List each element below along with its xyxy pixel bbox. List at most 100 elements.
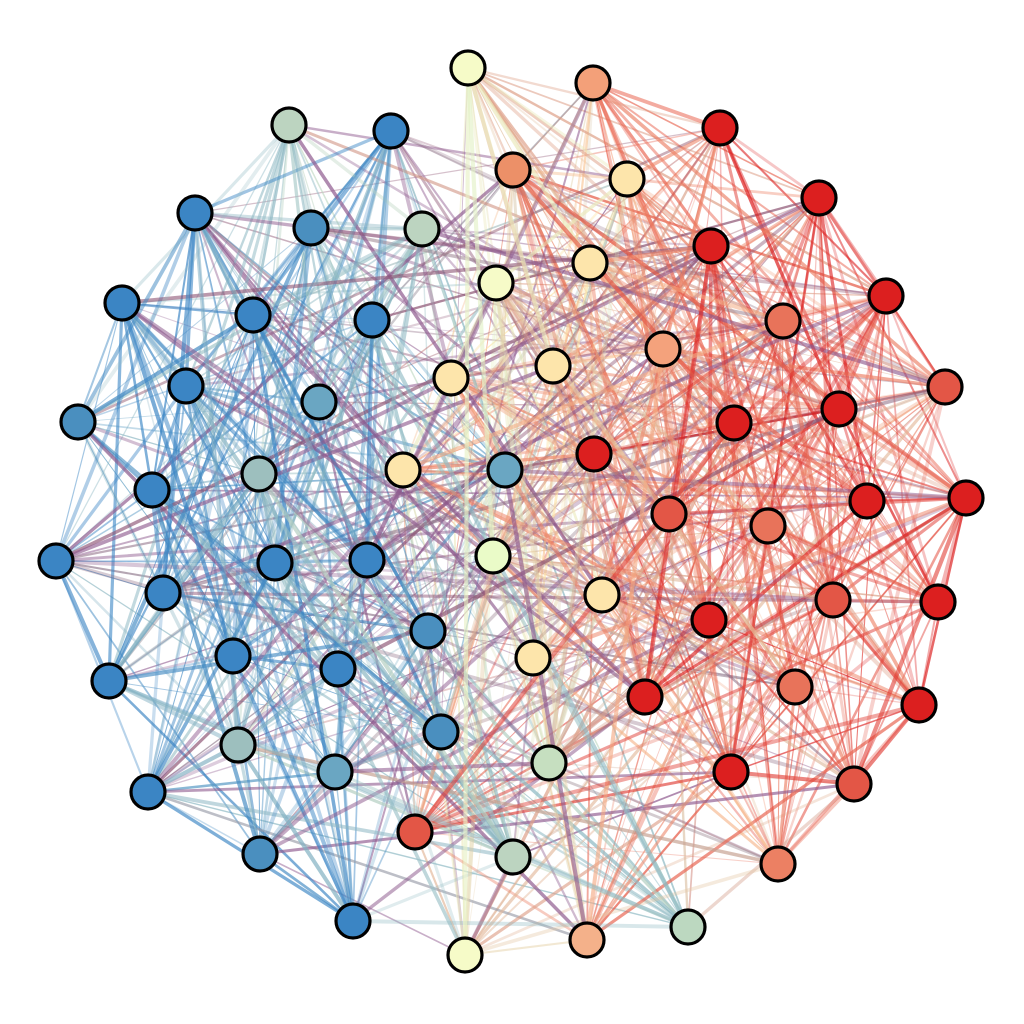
graph-edge [884, 294, 968, 500]
graph-edge [259, 853, 466, 956]
graph-edge [851, 495, 969, 787]
graph-edge [591, 81, 968, 500]
graph-edge [76, 123, 291, 424]
graph-edge [593, 127, 721, 455]
graph-edge [120, 301, 235, 658]
graph-edge [107, 679, 355, 923]
graph-edge [466, 66, 780, 866]
graph-edge [120, 244, 713, 305]
graph-edge [106, 678, 691, 930]
graph-node [820, 390, 858, 428]
graph-node [947, 479, 985, 517]
graph-node [384, 451, 422, 489]
graph-node [764, 302, 802, 340]
graph-edge [587, 260, 786, 324]
graph-edge [463, 695, 647, 957]
graph-edge [257, 472, 551, 765]
graph-node [534, 347, 572, 385]
graph-edge [491, 126, 722, 558]
graph-edge [585, 598, 835, 942]
graph-node [608, 160, 646, 198]
graph-node [669, 908, 707, 946]
graph-edge [495, 282, 887, 297]
graph-edge [120, 301, 369, 562]
graph-edge [365, 227, 424, 562]
graph-edge [389, 129, 947, 389]
graph-edge [588, 261, 968, 500]
graph-edge [729, 600, 940, 774]
graph-edge [309, 226, 671, 516]
graph-node [167, 367, 205, 405]
graph-edge [732, 421, 968, 500]
graph-edge [54, 559, 240, 747]
graph-edge [317, 400, 589, 942]
graph-node [133, 471, 171, 509]
graph-edge [120, 301, 277, 565]
graph-edge [532, 601, 939, 659]
graph-node [574, 64, 612, 102]
graph-edge [464, 555, 494, 956]
graph-node [59, 403, 97, 441]
graph-edge [708, 386, 946, 621]
graph-edge [709, 244, 947, 389]
graph-edge [777, 408, 840, 865]
graph-edge [184, 384, 507, 472]
graph-edge [273, 561, 733, 774]
graph-edge [193, 211, 592, 265]
graph-edge [510, 167, 712, 623]
graph-edge [766, 524, 921, 707]
graph-edge [510, 167, 737, 426]
graph-edge [591, 81, 888, 298]
graph-edge [193, 211, 535, 660]
graph-edge [661, 347, 733, 774]
graph-edge [591, 81, 947, 389]
graph-edge [231, 318, 374, 658]
graph-edge [146, 261, 592, 794]
graph-edge [852, 385, 947, 786]
graph-edge [54, 244, 713, 563]
graph-node [129, 773, 167, 811]
graph-edge [718, 126, 841, 411]
graph-node [219, 726, 257, 764]
graph-edge [729, 421, 736, 774]
graph-edge [781, 196, 821, 323]
graph-edge [662, 197, 820, 350]
graph-edge [76, 301, 124, 424]
graph-edge [318, 197, 820, 403]
graph-edge [251, 123, 291, 317]
graph-edge [251, 313, 443, 734]
graph-edge [420, 227, 947, 389]
graph-edge [287, 123, 369, 562]
graph-edge [502, 467, 590, 943]
graph-edge [718, 126, 888, 298]
graph-edge [257, 129, 393, 476]
graph-edge [450, 377, 967, 499]
graph-edge [402, 295, 887, 471]
graph-edge [439, 512, 671, 734]
graph-edge [643, 695, 780, 866]
graph-node [176, 194, 214, 232]
graph-edge [449, 376, 596, 456]
graph-edge [257, 226, 313, 476]
graph-edge [54, 364, 555, 563]
graph-edge [119, 300, 356, 924]
graph-edge [592, 82, 820, 199]
graph-edge [365, 318, 374, 562]
graph-edge [146, 244, 713, 794]
graph-edge [55, 228, 423, 562]
graph-node [144, 574, 182, 612]
graph-edge [250, 226, 425, 318]
graph-node [494, 151, 532, 189]
graph-node [334, 902, 372, 940]
graph-edge [287, 123, 321, 404]
graph-edge [591, 81, 940, 604]
graph-node [372, 112, 410, 150]
graph-edge [236, 244, 713, 747]
graph-edge [668, 127, 721, 515]
graph-edge [466, 66, 736, 425]
graph-edge [600, 593, 797, 689]
graph-edge [146, 790, 589, 942]
graph-edge [511, 168, 968, 500]
graph-edge [364, 280, 499, 563]
graph-node [446, 936, 484, 974]
